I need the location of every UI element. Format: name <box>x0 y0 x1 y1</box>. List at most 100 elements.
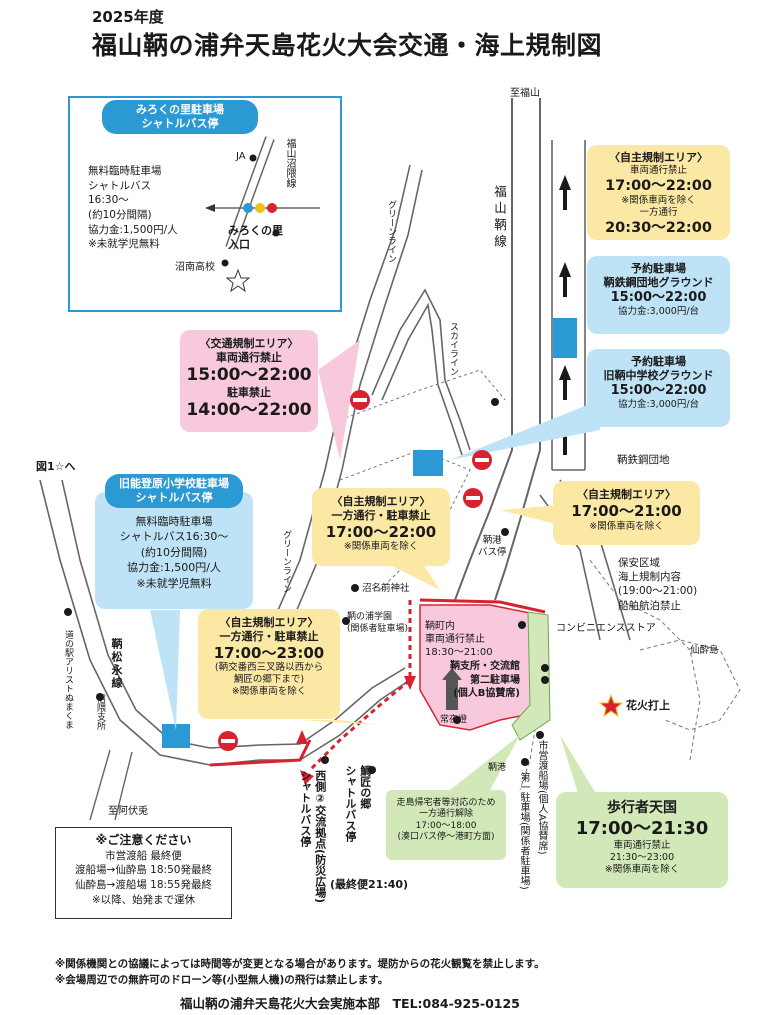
notice-r1: 渡船場→仙酔島 18:50発最終 <box>75 864 212 877</box>
noto-text-2: シャトルバス16:30～ <box>119 530 229 544</box>
return-3: 17:00～18:00 <box>415 820 477 831</box>
west-self-n3: ※関係車両を除く <box>231 686 307 697</box>
label-west-hub-1: 西側②交流拠点(防災広場) <box>313 770 327 904</box>
noto-pill-2: シャトルバス停 <box>135 490 213 504</box>
road-abuto <box>89 749 133 821</box>
north-self-head: 〈自主規制エリア〉 <box>609 151 708 164</box>
pointer-return <box>450 735 520 790</box>
figure1-text: 無料臨時駐車場 シャトルバス 16:30～ (約10分間隔) 協力金:1,500… <box>88 164 178 252</box>
mid-self-head: 〈自主規制エリア〉 <box>331 495 431 508</box>
figure1-entrance-1: みろくの里 <box>228 224 283 237</box>
red-arrow-2 <box>296 730 308 744</box>
pointer-pedestrian <box>560 735 600 800</box>
location-dots <box>64 398 549 774</box>
label-senzuijima: 仙酔島 <box>690 645 719 656</box>
old-school-fee: 協力金:3,000円/台 <box>617 398 700 410</box>
figure1-ja: JA <box>236 151 246 162</box>
notice-title: ※ご注意ください <box>95 833 192 847</box>
return-1: 走島帰宅者等対応のため <box>396 798 496 808</box>
pedestrian-n1: ※関係車両を除く <box>604 863 680 875</box>
label-hozen: 保安区域 海上規制内容 (19:00～21:00) 船舶航泊禁止 <box>618 556 697 613</box>
label-green-line-mid: グリーンライン <box>281 530 291 593</box>
no-entry-icon <box>350 390 370 410</box>
label-taino-sato-1: 鯛匠の郷 <box>358 765 372 809</box>
north-self-t2: 20:30～22:00 <box>605 219 712 236</box>
label-michinoeki: 道の駅アリストぬまくま <box>63 630 73 729</box>
figure1-road: 福山沼隈線 <box>284 138 295 188</box>
label-tomo-facilities-1: 鞆支所・交流館 <box>450 661 520 672</box>
parking-old-school <box>413 450 443 476</box>
label-green-line-top: グリーンライン <box>386 200 396 263</box>
one-way-route-dotted <box>308 600 412 772</box>
label-hozen-1: 保安区域 <box>618 557 660 569</box>
footer-organizer: 福山鞆の浦弁天島花火大会実施本部 TEL:084-925-0125 <box>180 996 520 1011</box>
road-skyline <box>371 288 471 456</box>
red-arrow-1 <box>404 676 416 690</box>
one-way-route-red <box>209 598 546 767</box>
label-last-bus: (最終便21:40) <box>330 878 409 891</box>
figure1-inset: みろくの里駐車場 シャトルバス停 無料臨時駐車場 シャトルバス 16:30～ (… <box>68 96 342 312</box>
east-self-head: 〈自主規制エリア〉 <box>577 488 676 501</box>
pointer-west-self <box>300 720 380 725</box>
noto-text-4: 協力金:1,500円/人 <box>127 561 221 575</box>
notice-r2: 仙酔島→渡船場 18:55発最終 <box>75 879 212 892</box>
figure1-text-5: 協力金:1,500円/人 <box>88 223 178 236</box>
page-year: 2025年度 <box>92 8 164 26</box>
pedestrian-time: 17:00～21:30 <box>575 817 709 839</box>
noto-text-5: ※未就学児無料 <box>136 576 212 590</box>
label-hozen-3: (19:00～21:00) <box>618 585 698 598</box>
mid-self-n1: ※関係車両を除く <box>343 541 419 553</box>
north-self-n1: ※関係車両を除く <box>621 194 696 206</box>
north-self-l1: 車両通行禁止 <box>629 164 687 176</box>
label-west-hub-2: シャトルバス停 <box>298 770 312 847</box>
noto-text-1: 無料臨時駐車場 <box>135 515 213 528</box>
label-tomo-facilities: 鞆支所・交流館 第二駐車場 (個人B協賛席) <box>450 660 520 701</box>
footer-note-1: ※関係機関との協議によっては時間等が変更となる場合があります。堤防からの花火観覧… <box>55 958 545 970</box>
west-self-l1: 一方通行・駐車禁止 <box>219 629 319 643</box>
pedestrian-zone <box>511 611 551 741</box>
footer-note-2: ※会場周辺での無許可のドローン等(小型無人機)の飛行は禁止します。 <box>55 974 389 986</box>
label-tomonoura-gakuen-1: 鞆の浦学園 <box>347 612 393 622</box>
callout-old-school-ground: 予約駐車場 旧鞆中学校グラウンド 15:00～22:00 協力金:3,000円/… <box>587 349 730 427</box>
traffic-head: 〈交通規制エリア〉 <box>199 337 299 350</box>
label-fig1-to: 図1☆へ <box>36 460 76 473</box>
callout-west-self: 〈自主規制エリア〉 一方通行・駐車禁止 17:00～23:00 (鞆交番西三叉路… <box>198 609 340 719</box>
label-west-hub: 西側②交流拠点(防災広場) シャトルバス停 <box>297 770 327 903</box>
no-entry-icon <box>218 731 238 751</box>
callout-tomotetsu-ground: 予約駐車場 鞆鉄鋼団地グラウンド 15:00～22:00 協力金:3,000円/… <box>587 256 730 334</box>
figure1-school: 沼南高校 <box>175 262 215 273</box>
tomotetsu-time: 15:00～22:00 <box>610 289 707 305</box>
old-school-time: 15:00～22:00 <box>610 382 707 398</box>
north-self-t1: 17:00～22:00 <box>605 177 712 194</box>
noto-text: 無料臨時駐車場 シャトルバス16:30～ (約10分間隔) 協力金:1,500円… <box>95 514 253 591</box>
pointer-mid-self <box>380 560 440 590</box>
label-taino-sato: 鯛匠の郷 シャトルバス停 <box>342 765 372 842</box>
label-conveni: コンビニエンスストア <box>556 623 656 634</box>
label-city-ferry-parking: 市営渡船場(個人A協賛席) <box>536 740 547 855</box>
west-self-n1: (鞆交番西三叉路以西から <box>214 662 324 674</box>
label-tomotetsu-danchi: 鞆鉄鋼団地 <box>617 454 670 466</box>
tomotetsu-title-2: 鞆鉄鋼団地グラウンド <box>603 275 714 289</box>
no-entry-icon <box>463 488 483 508</box>
return-2: 一方通行解除 <box>418 809 473 820</box>
label-first-parking: 第一駐車場(関係者駐車場) <box>518 772 529 890</box>
coastline <box>519 559 701 791</box>
pointer-noto <box>150 610 180 730</box>
label-tomonoura-gakuen-2: (関係者駐車場) <box>347 623 409 634</box>
pointer-east-self <box>500 505 560 525</box>
callout-east-self: 〈自主規制エリア〉 17:00～21:00 ※関係車両を除く <box>553 481 700 545</box>
return-4: (湊口バス停～港町方面) <box>397 831 495 842</box>
callout-north-self: 〈自主規制エリア〉 車両通行禁止 17:00～22:00 ※関係車両を除く 一方… <box>587 145 730 240</box>
fireworks-star-icon <box>598 693 624 718</box>
pedestrian-head: 歩行者天国 <box>607 800 677 816</box>
tomotetsu-title-1: 予約駐車場 <box>631 262 686 275</box>
figure1-text-3: 16:30～ <box>88 194 129 207</box>
label-tomonoura-gakuen: 鞆の浦学園 (関係者駐車場) <box>347 612 408 635</box>
no-entry-icon <box>472 450 492 470</box>
lighthouse-icon <box>442 668 462 710</box>
old-school-title-1: 予約駐車場 <box>631 355 686 368</box>
north-self-l2: 一方通行 <box>639 206 678 218</box>
old-school-title-2: 旧鞆中学校グラウンド <box>603 368 714 382</box>
label-tomo-inner-3: 18:30～21:00 <box>425 647 493 658</box>
label-tomo-facilities-2: 第二駐車場 <box>470 674 520 686</box>
